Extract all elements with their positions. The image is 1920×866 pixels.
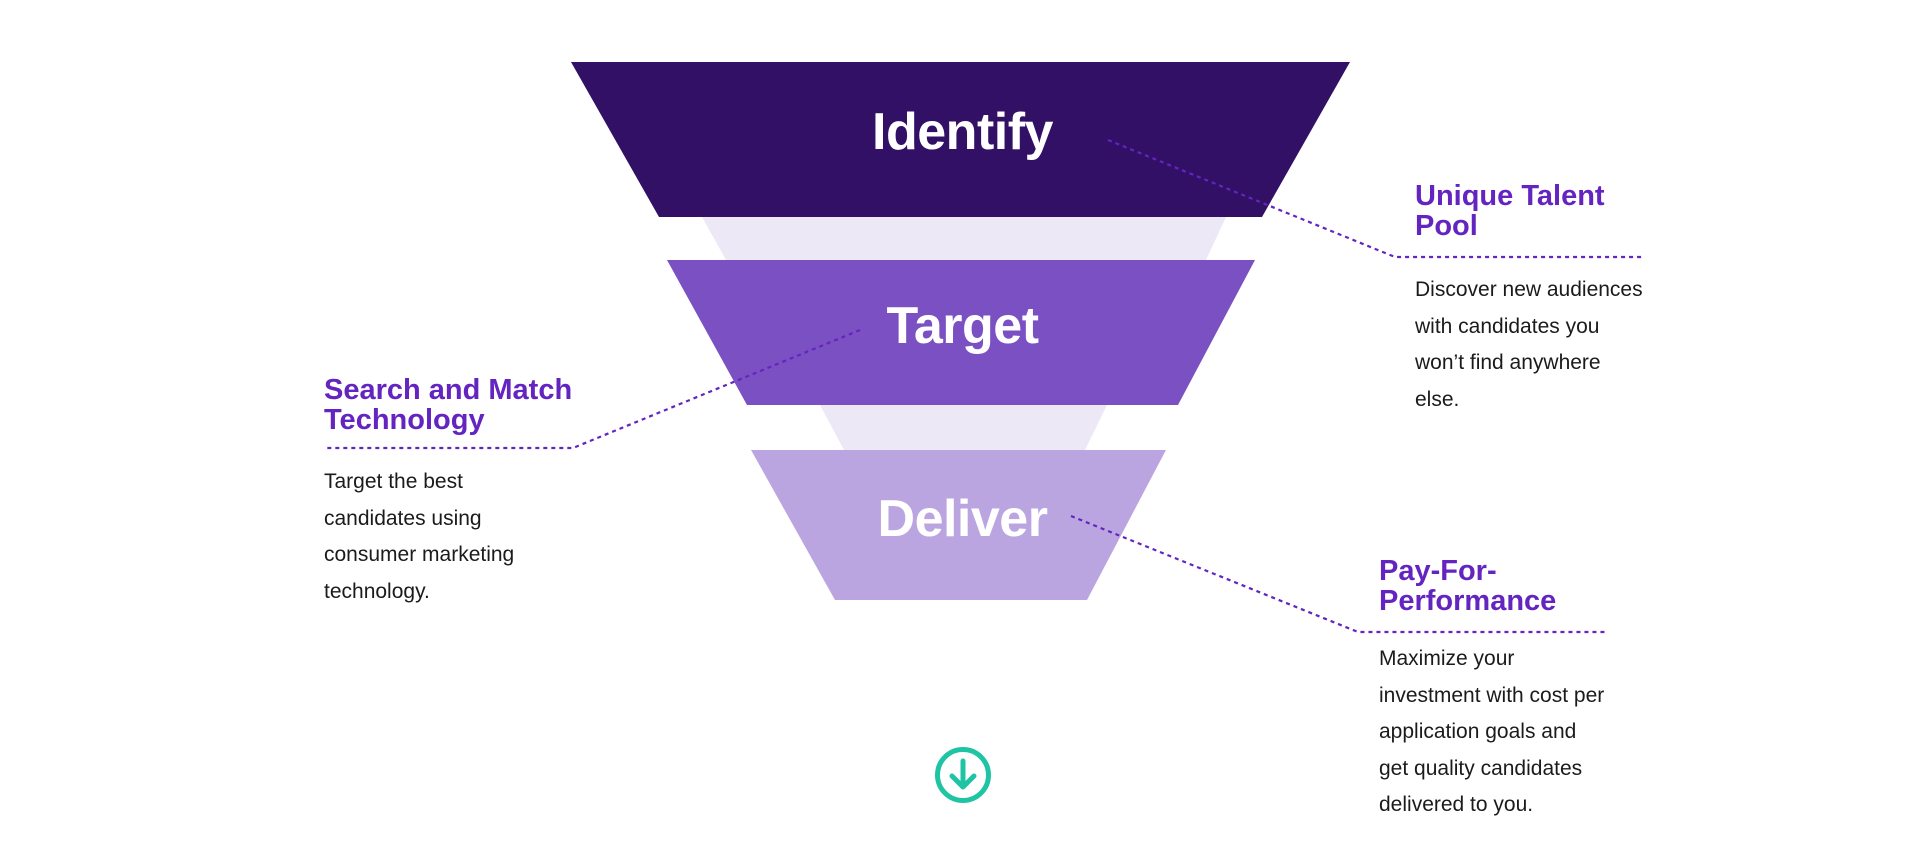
stage-target-label: Target [886, 297, 1039, 355]
unique-talent-pool-title: Unique Talent Pool [1415, 180, 1605, 242]
pay-for-performance-description: Maximize your investment with cost per a… [1379, 647, 1605, 816]
pay-for-performance-title: Pay-For-Performance [1379, 555, 1557, 617]
stage-deliver-shape [751, 450, 1166, 600]
stage-identify-shape [571, 62, 1350, 217]
leader-line-search-and-match [326, 328, 861, 450]
stage-identify-label: Identify [872, 103, 1053, 161]
connector-band-identify-target [702, 217, 1226, 260]
unique-talent-pool-description: Discover new audiences with candidates y… [1415, 278, 1643, 411]
stage-deliver-label: Deliver [877, 490, 1048, 548]
scroll-down-button[interactable] [934, 746, 992, 804]
leader-line-pay-for-performance [1070, 514, 1606, 634]
connector-band-target-deliver [820, 405, 1107, 450]
search-and-match-description: Target the best candidates using consume… [324, 470, 515, 603]
search-and-match-title: Search and Match Technology [324, 374, 573, 436]
stage-target-shape [667, 260, 1255, 405]
arrow-down-circle-icon [935, 747, 991, 803]
